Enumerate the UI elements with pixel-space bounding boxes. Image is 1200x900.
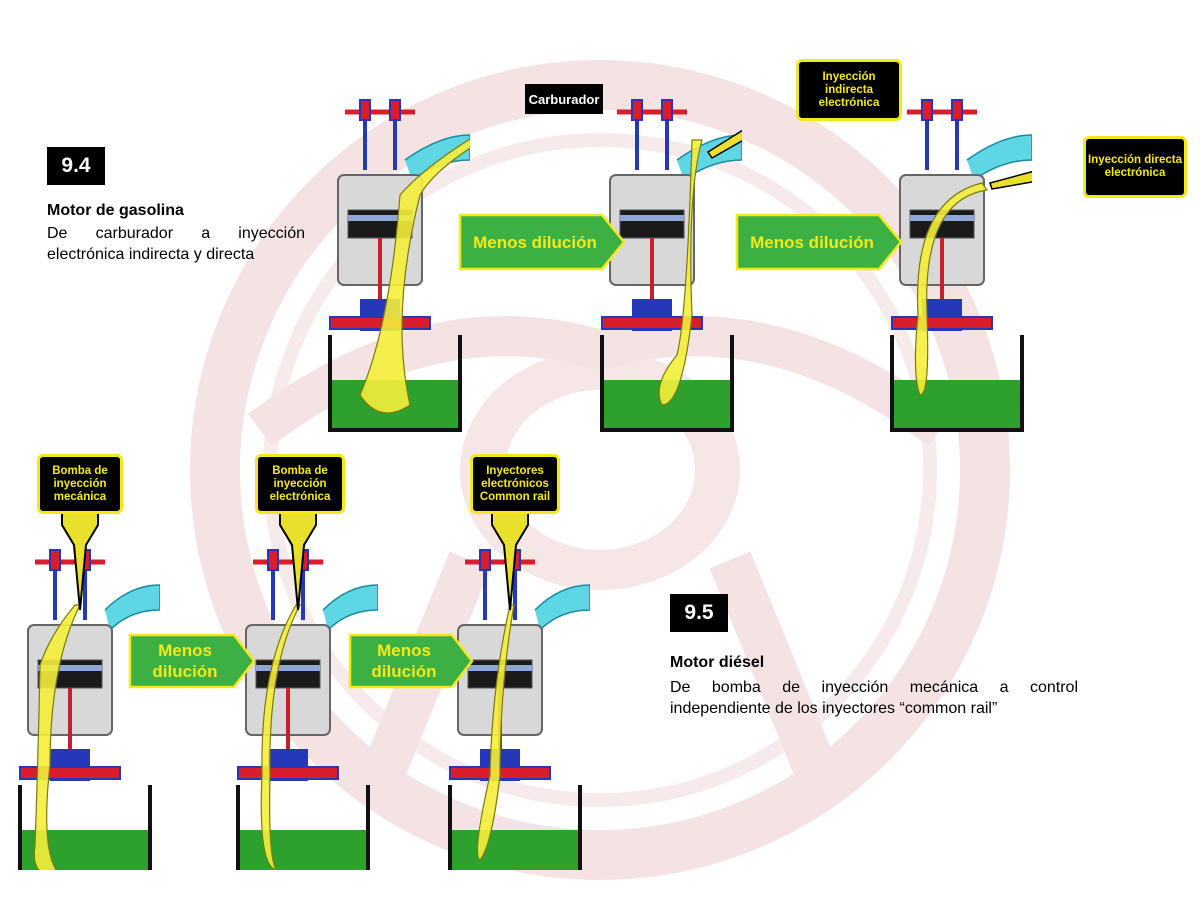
label-indirect-injection: Inyección indirecta electrónica <box>796 59 902 121</box>
intake-pipe <box>534 584 590 631</box>
diesel-description: De bomba de inyección mecánica a control… <box>670 679 1078 717</box>
fuel-flow <box>33 604 81 870</box>
section-badge-diesel: 9.5 <box>670 594 728 632</box>
fuel-flow <box>914 182 989 396</box>
arrow-label: Menos dilución <box>473 232 597 252</box>
sump-wall <box>236 785 370 870</box>
valve-spring <box>951 99 963 121</box>
crankshaft <box>891 316 993 330</box>
intake-pipe <box>322 584 378 631</box>
valve-spring <box>267 549 279 571</box>
engine-diesel-common-rail <box>448 499 590 870</box>
valve-spring <box>359 99 371 121</box>
piston-ring <box>38 665 102 671</box>
arrow-less-dilution-4: Menos dilución <box>348 633 474 689</box>
piston <box>255 659 321 689</box>
arrow-shape-icon <box>735 213 903 271</box>
valve-spring <box>631 99 643 121</box>
label-direct-injection: Inyección directa electrónica <box>1083 136 1187 198</box>
arrow-label: Menos dilución <box>152 641 218 681</box>
piston <box>619 209 685 239</box>
injector <box>491 499 529 611</box>
valve-spring <box>921 99 933 121</box>
arrow-shape-icon <box>458 213 626 271</box>
oil-sump <box>892 380 1022 428</box>
engine-indirect-injection <box>600 99 742 432</box>
label-carburetor: Carburador <box>525 84 603 114</box>
arrow-less-dilution-3: Menos dilución <box>128 633 256 689</box>
sump-wall <box>328 335 462 432</box>
arrow-label: Menos dilución <box>371 641 437 681</box>
sump-wall <box>18 785 152 870</box>
arrow-less-dilution-1: Menos dilución <box>458 213 626 271</box>
label-common-rail: Inyectores electrónicos Common rail <box>470 454 560 514</box>
fuel-flow <box>359 138 470 414</box>
section-badge-gasoline: 9.4 <box>47 147 105 185</box>
crankshaft <box>601 316 703 330</box>
crankshaft <box>19 766 121 780</box>
gasoline-title: Motor de gasolina <box>47 202 184 219</box>
injector <box>61 499 99 611</box>
sump-wall <box>448 785 582 870</box>
diesel-title: Motor diésel <box>670 654 765 671</box>
fuel-flow <box>476 604 515 861</box>
engine-diesel-mechanical <box>18 499 160 870</box>
intake-pipe <box>104 584 160 631</box>
arrow-less-dilution-2: Menos dilución <box>735 213 903 271</box>
arrow-label: Menos dilución <box>750 232 874 252</box>
piston-ring <box>348 215 412 221</box>
injector <box>706 129 742 159</box>
injector <box>279 499 317 611</box>
label-electronic-pump: Bomba de inyección electrónica <box>255 454 345 514</box>
valve-spring <box>479 549 491 571</box>
arrow-shape-icon <box>348 633 474 689</box>
sump-wall <box>600 335 734 432</box>
engine-direct-injection <box>890 99 1032 432</box>
engine-diesel-electronic <box>236 499 378 870</box>
valve-spring <box>661 99 673 121</box>
valve-spring <box>49 549 61 571</box>
sump-wall <box>890 335 1024 432</box>
oil-sump <box>450 830 580 870</box>
injector <box>989 170 1032 190</box>
crankshaft <box>329 316 431 330</box>
fuel-flow <box>658 139 703 406</box>
valve-spring <box>389 99 401 121</box>
engine-carburetor <box>328 99 470 432</box>
label-mechanical-pump: Bomba de inyección mecánica <box>37 454 123 514</box>
crankshaft <box>237 766 339 780</box>
piston-ring <box>620 215 684 221</box>
oil-sump <box>238 830 368 870</box>
fuel-flow <box>260 604 301 870</box>
intake-pipe <box>966 134 1032 181</box>
piston-ring <box>256 665 320 671</box>
gasoline-description: De carburador a inyección electrónica in… <box>47 225 305 263</box>
arrow-shape-icon <box>128 633 256 689</box>
